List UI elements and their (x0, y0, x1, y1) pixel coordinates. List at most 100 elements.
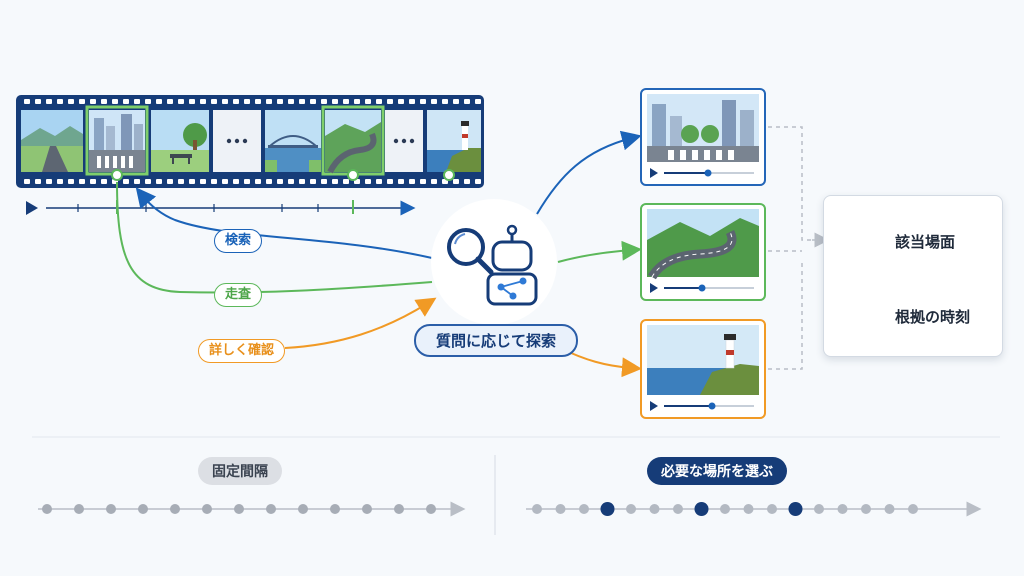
play-icon[interactable] (26, 201, 38, 215)
sprocket-hole (233, 99, 239, 104)
to-scene-1-arrow (536, 130, 642, 215)
selective-pill: 必要な場所を選ぶ (647, 457, 787, 485)
sprocket-hole (255, 99, 261, 104)
sprocket-hole (266, 99, 272, 104)
sprocket-hole (376, 99, 382, 104)
result-card-lighthouse[interactable] (640, 319, 766, 419)
scan-label: 走査 (214, 283, 263, 307)
fixed-sample-dot (362, 504, 372, 514)
fixed-sample-dot (426, 504, 436, 514)
sprocket-hole (200, 179, 206, 184)
sprocket-hole (101, 179, 107, 184)
skipped-sample-dot (814, 504, 824, 514)
sprocket-hole (277, 99, 283, 104)
sprocket-hole (68, 179, 74, 184)
scan-connector (116, 181, 433, 294)
fixed-sample-dot (202, 504, 212, 514)
sprocket-hole (310, 179, 316, 184)
result-connectors (768, 126, 818, 370)
sprocket-hole (255, 179, 261, 184)
sprocket-hole (321, 179, 327, 184)
skipped-sample-dot (555, 504, 566, 514)
sprocket-hole (79, 99, 85, 104)
play-icon[interactable] (650, 283, 658, 293)
sprocket-holes (24, 99, 481, 184)
search-label: 検索 (214, 229, 263, 253)
sprocket-hole (343, 99, 349, 104)
filmstrip (16, 95, 484, 188)
selective-track (526, 501, 982, 517)
result-timestamp-label: 根拠の時刻 (895, 308, 971, 326)
sprocket-hole (189, 179, 195, 184)
sprocket-hole (244, 99, 250, 104)
sprocket-hole (288, 99, 294, 104)
skipped-sample-dot (743, 504, 754, 514)
sprocket-hole (332, 99, 338, 104)
result-scene-label: 該当場面 (895, 233, 956, 251)
sprocket-hole (431, 179, 437, 184)
frame-ellipsis-2 (385, 110, 423, 172)
fixed-sample-dot (298, 504, 308, 514)
sprocket-hole (178, 179, 184, 184)
play-icon[interactable] (650, 401, 658, 411)
sprocket-hole (35, 99, 41, 104)
fixed-sample-dot (42, 504, 52, 514)
sprocket-hole (464, 179, 470, 184)
fixed-interval-pill: 固定間隔 (198, 457, 282, 485)
detail-arrow (284, 297, 437, 349)
skipped-sample-dot (861, 504, 871, 514)
sprocket-hole (299, 179, 305, 184)
skipped-sample-dot (837, 504, 848, 514)
agent-label: 質問に応じて探索 (414, 324, 578, 357)
sprocket-hole (24, 179, 30, 184)
skipped-sample-dot (884, 504, 895, 514)
sprocket-hole (145, 179, 151, 184)
frame-winding-road (321, 105, 385, 176)
sprocket-hole (145, 99, 151, 104)
sprocket-hole (90, 99, 96, 104)
sprocket-hole (321, 99, 327, 104)
sprocket-hole (90, 179, 96, 184)
sprocket-hole (211, 99, 217, 104)
skipped-sample-dot (532, 504, 542, 514)
sprocket-hole (46, 99, 52, 104)
sprocket-hole (222, 99, 228, 104)
result-card-winding-road[interactable] (640, 203, 766, 301)
sprocket-hole (178, 99, 184, 104)
result-card-city[interactable] (640, 88, 766, 186)
sprocket-hole (68, 99, 74, 104)
sprocket-hole (453, 179, 459, 184)
sprocket-hole (156, 99, 162, 104)
sprocket-hole (112, 99, 118, 104)
sprocket-hole (79, 179, 85, 184)
skipped-sample-dot (626, 504, 636, 514)
frame-city-crosswalk (85, 105, 149, 176)
sprocket-hole (244, 179, 250, 184)
fixed-interval-track (38, 501, 466, 517)
sprocket-hole (101, 99, 107, 104)
sprocket-hole (189, 99, 195, 104)
skipped-sample-dot (767, 504, 777, 514)
robot-icon (486, 224, 538, 306)
play-icon[interactable] (650, 168, 658, 178)
sprocket-hole (24, 99, 30, 104)
sprocket-hole (332, 179, 338, 184)
agent (431, 199, 557, 325)
sprocket-hole (211, 179, 217, 184)
sprocket-hole (409, 99, 415, 104)
fixed-sample-dot (106, 504, 116, 514)
sprocket-hole (134, 99, 140, 104)
sprocket-hole (354, 99, 360, 104)
frame-park-bench (151, 110, 209, 172)
sprocket-hole (343, 179, 349, 184)
sprocket-hole (266, 179, 272, 184)
sprocket-hole (123, 99, 129, 104)
sprocket-hole (453, 99, 459, 104)
sprocket-hole (365, 179, 371, 184)
search-arrow (135, 187, 433, 259)
fixed-sample-dot (74, 504, 84, 514)
sprocket-hole (200, 99, 206, 104)
sprocket-hole (420, 179, 426, 184)
sprocket-hole (387, 179, 393, 184)
